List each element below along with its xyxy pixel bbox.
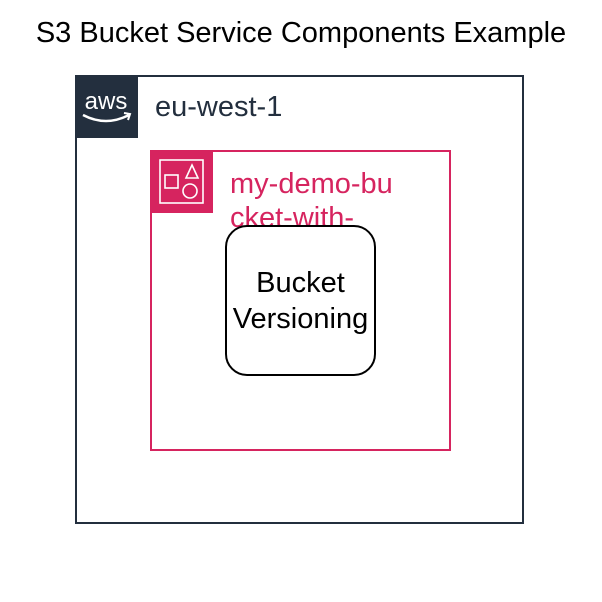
svg-text:aws: aws: [85, 88, 128, 115]
bucket-group[interactable]: [150, 150, 451, 451]
aws-logo-icon: aws: [75, 75, 138, 138]
region-group[interactable]: [75, 75, 524, 524]
diagram-title: S3 Bucket Service Components Example: [35, 17, 567, 49]
component-label-line2: Versioning: [232, 302, 369, 335]
component-label-line1: Bucket: [256, 266, 345, 299]
region-label: eu-west-1: [155, 91, 283, 123]
s3-bucket-icon: [150, 150, 213, 213]
bucket-versioning-component[interactable]: Bucket Versioning: [225, 225, 376, 376]
